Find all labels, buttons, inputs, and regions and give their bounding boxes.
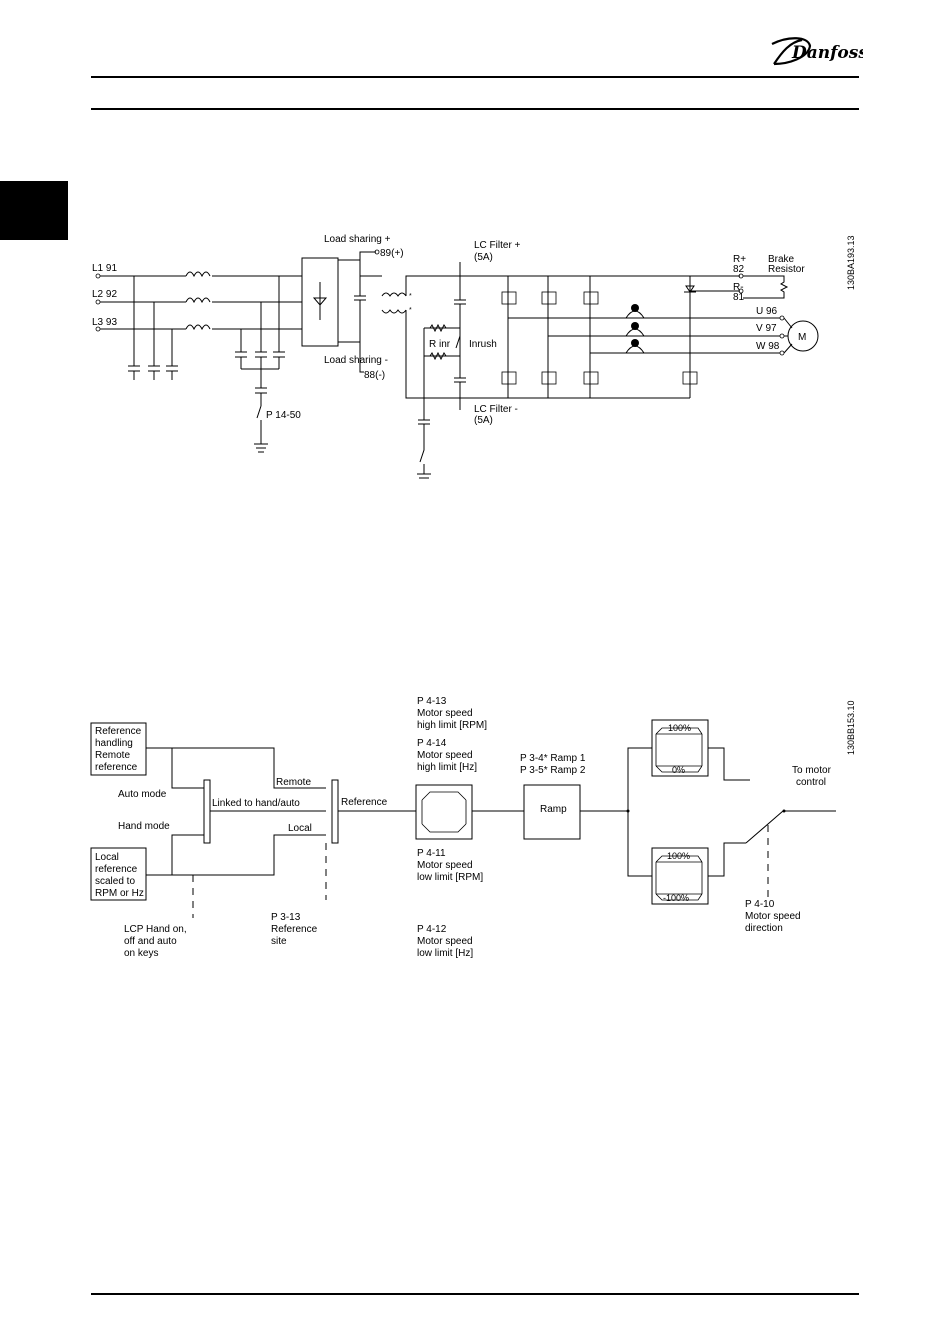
label-r-minus-1: R- — [733, 282, 744, 293]
lcp-keys-line2: off and auto — [124, 936, 177, 947]
ramp-label: Ramp — [540, 804, 567, 815]
label-p1450: P 14-50 — [266, 410, 301, 421]
limit-top-high: 100% — [668, 723, 691, 733]
p411-line2: Motor speed — [417, 860, 473, 871]
power-circuit-diagram: 130BA193.13 L1 91 L2 92 L3 93 P 14-50 Lo… — [92, 234, 856, 479]
p313-line2: Reference — [271, 924, 318, 935]
danfoss-logo: Danfoss — [771, 37, 863, 66]
label-lc-filter-plus-1: LC Filter + — [474, 240, 521, 251]
label-local: Local — [288, 823, 312, 834]
lcp-keys-line3: on keys — [124, 948, 158, 959]
input-l1: L1 91 — [92, 263, 117, 274]
label-brake-1: Brake — [768, 254, 795, 265]
rectifier — [301, 257, 360, 347]
control-doc-code: 130BB153.10 — [846, 700, 856, 755]
output-u96: U 96 — [756, 306, 778, 317]
label-r-inr: R inr — [429, 339, 451, 350]
label-reference: Reference — [341, 797, 388, 808]
local-ref-line4: RPM or Hz — [95, 888, 144, 899]
output-v97: V 97 — [756, 323, 777, 334]
label-inrush: Inrush — [469, 339, 497, 350]
label-lc-filter-minus-2: (5A) — [474, 415, 493, 426]
terminal-89: 89(+) — [380, 248, 404, 259]
limit-top-low: 0% — [672, 765, 685, 775]
p412-line1: P 4-12 — [417, 924, 447, 935]
p412-line3: low limit [Hz] — [417, 948, 473, 959]
p410-line3: direction — [745, 923, 783, 934]
label-hand-mode: Hand mode — [118, 821, 170, 832]
p413-line2: Motor speed — [417, 708, 473, 719]
label-lc-filter-plus-2: (5A) — [474, 252, 493, 263]
label-remote: Remote — [276, 777, 311, 788]
remote-ref-line2: handling — [95, 738, 133, 749]
p410-line2: Motor speed — [745, 911, 801, 922]
motor-symbol — [787, 320, 819, 352]
limit-bottom-low: -100% — [663, 893, 689, 903]
remote-ref-line1: Reference — [95, 726, 142, 737]
p313-line1: P 3-13 — [271, 912, 301, 923]
p412-line2: Motor speed — [417, 936, 473, 947]
p411-line1: P 4-11 — [417, 848, 446, 859]
inverter-bridge — [501, 276, 780, 398]
p414-line3: high limit [Hz] — [417, 762, 477, 773]
p410-line1: P 4-10 — [745, 899, 775, 910]
header-rule-top — [91, 76, 859, 78]
p414-line2: Motor speed — [417, 750, 473, 761]
svg-text:*: * — [409, 307, 412, 314]
to-motor-line2: control — [796, 777, 826, 788]
brand-name: Danfoss — [791, 43, 863, 63]
motor-label: M — [798, 332, 806, 343]
remote-ref-line3: Remote — [95, 750, 130, 761]
footer-rule — [91, 1293, 859, 1295]
input-l2: L2 92 — [92, 289, 117, 300]
chapter-tab — [0, 181, 68, 240]
label-r-minus-2: 81 — [733, 292, 745, 303]
ramps-line2: P 3-5* Ramp 2 — [520, 765, 586, 776]
input-l3: L3 93 — [92, 317, 117, 328]
p411-line3: low limit [RPM] — [417, 872, 483, 883]
local-ref-line2: reference — [95, 864, 138, 875]
remote-ref-line4: reference — [95, 762, 138, 773]
label-load-sharing-plus: Load sharing + — [324, 234, 391, 245]
svg-text:*: * — [409, 293, 412, 300]
to-motor-line1: To motor — [792, 765, 832, 776]
label-linked: Linked to hand/auto — [212, 798, 300, 809]
p413-line3: high limit [RPM] — [417, 720, 487, 731]
label-brake-2: Resistor — [768, 264, 805, 275]
label-auto-mode: Auto mode — [118, 789, 167, 800]
ramps-line1: P 3-4* Ramp 1 — [520, 753, 586, 764]
limit-bottom-high: 100% — [667, 851, 690, 861]
input-lines — [95, 271, 302, 453]
label-lc-filter-minus-1: LC Filter - — [474, 404, 518, 415]
p413-line1: P 4-13 — [417, 696, 447, 707]
lcp-keys-line1: LCP Hand on, — [124, 924, 187, 935]
label-r-plus-1: R+ — [733, 254, 746, 265]
local-ref-line1: Local — [95, 852, 119, 863]
output-w98: W 98 — [756, 341, 780, 352]
p313-line3: site — [271, 936, 287, 947]
power-doc-code: 130BA193.13 — [846, 235, 856, 290]
header-rule-bottom — [91, 108, 859, 110]
p414-line1: P 4-14 — [417, 738, 447, 749]
local-ref-line3: scaled to — [95, 876, 135, 887]
terminal-88: 88(-) — [364, 370, 385, 381]
label-r-plus-2: 82 — [733, 264, 745, 275]
label-load-sharing-minus: Load sharing - — [324, 355, 388, 366]
